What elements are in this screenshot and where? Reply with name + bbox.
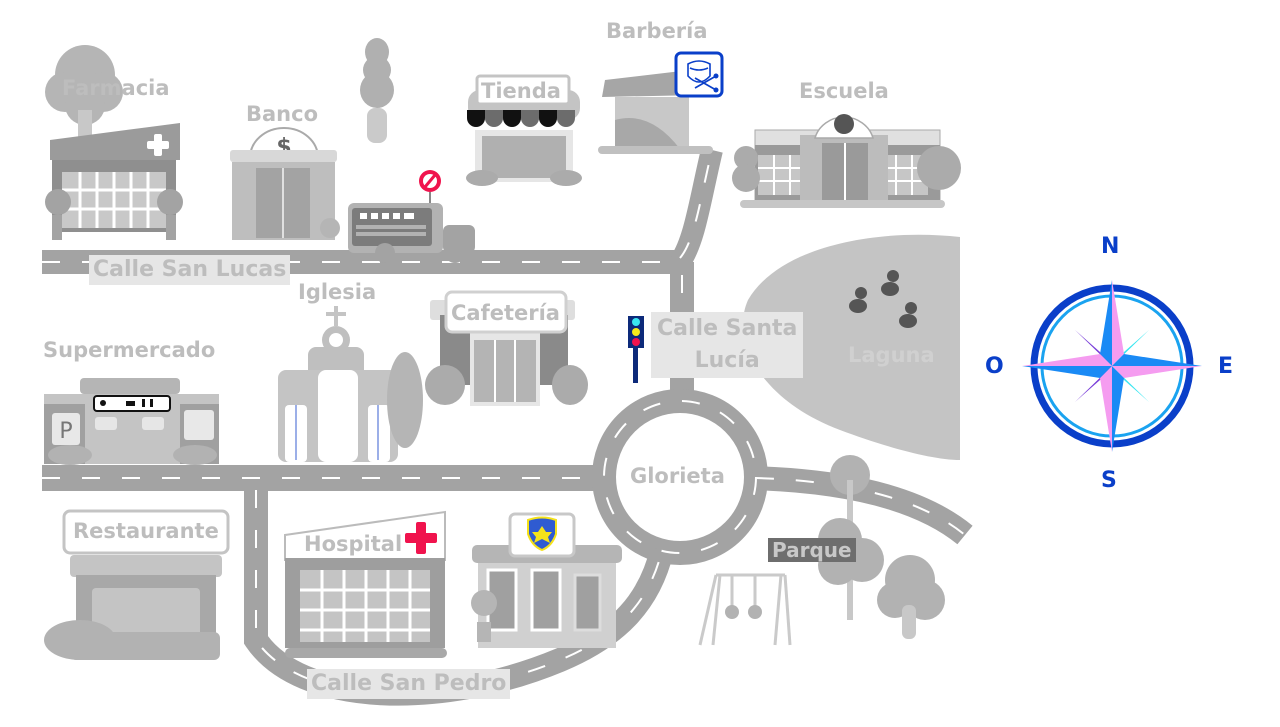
traffic-light-icon (628, 316, 644, 383)
awning (467, 110, 575, 127)
parque-area[interactable] (698, 455, 945, 646)
label-restaurante: Restaurante (73, 519, 219, 543)
iglesia-building[interactable] (278, 306, 423, 462)
barber-icon (674, 51, 724, 98)
compass-west: O (985, 354, 1004, 379)
ducks-icon (849, 270, 917, 328)
clock-icon (834, 114, 854, 134)
label-supermercado: Supermercado (43, 338, 216, 362)
supermercado-building[interactable]: P (44, 378, 219, 465)
label-cafeteria: Cafetería (451, 301, 560, 325)
compass-north: N (1101, 234, 1120, 259)
road-east[interactable] (751, 466, 973, 545)
police-badge-icon (527, 516, 557, 552)
police-station-building[interactable] (471, 512, 622, 648)
label-parque: Parque (768, 538, 856, 562)
compass-east: E (1218, 354, 1234, 379)
label-barberia: Barbería (606, 19, 708, 43)
tree (360, 38, 394, 143)
parking-icon: P (59, 419, 72, 444)
label-laguna: Laguna (848, 343, 935, 367)
shopping-cart-icon (184, 410, 214, 440)
label-hospital: Hospital (304, 532, 403, 556)
label-iglesia: Iglesia (298, 280, 377, 304)
hospital-cross-icon (405, 522, 437, 554)
lagoon[interactable] (742, 234, 960, 460)
label-glorieta: Glorieta (630, 464, 725, 488)
street-label-santa-lucia-line2: Lucía (694, 348, 760, 373)
swing-set-icon (698, 573, 792, 646)
bus-icon[interactable] (348, 203, 475, 263)
street-label-san-lucas: Calle San Lucas (89, 255, 291, 285)
no-entry-sign-icon (419, 170, 441, 203)
farmacia-building[interactable] (45, 45, 183, 240)
tienda-building[interactable] (466, 74, 582, 186)
street-label-santa-lucia: Calle Santa Lucía (651, 312, 804, 378)
street-label-san-pedro: Calle San Pedro (307, 669, 511, 699)
barberia-building[interactable] (598, 70, 713, 154)
label-farmacia: Farmacia (62, 76, 170, 100)
compass-rose (1022, 280, 1202, 452)
lane-markings (42, 149, 966, 695)
label-escuela: Escuela (799, 79, 889, 103)
escuela-building[interactable] (732, 114, 961, 208)
label-tienda: Tienda (481, 79, 561, 103)
hospital-building[interactable] (284, 510, 447, 658)
banco-building[interactable]: $ (230, 127, 340, 240)
cafeteria-building[interactable] (425, 290, 588, 406)
street-label-santa-lucia-line1: Calle Santa (657, 316, 798, 341)
restaurante-building[interactable] (44, 509, 230, 660)
label-banco: Banco (246, 102, 319, 126)
compass-south: S (1101, 468, 1117, 493)
